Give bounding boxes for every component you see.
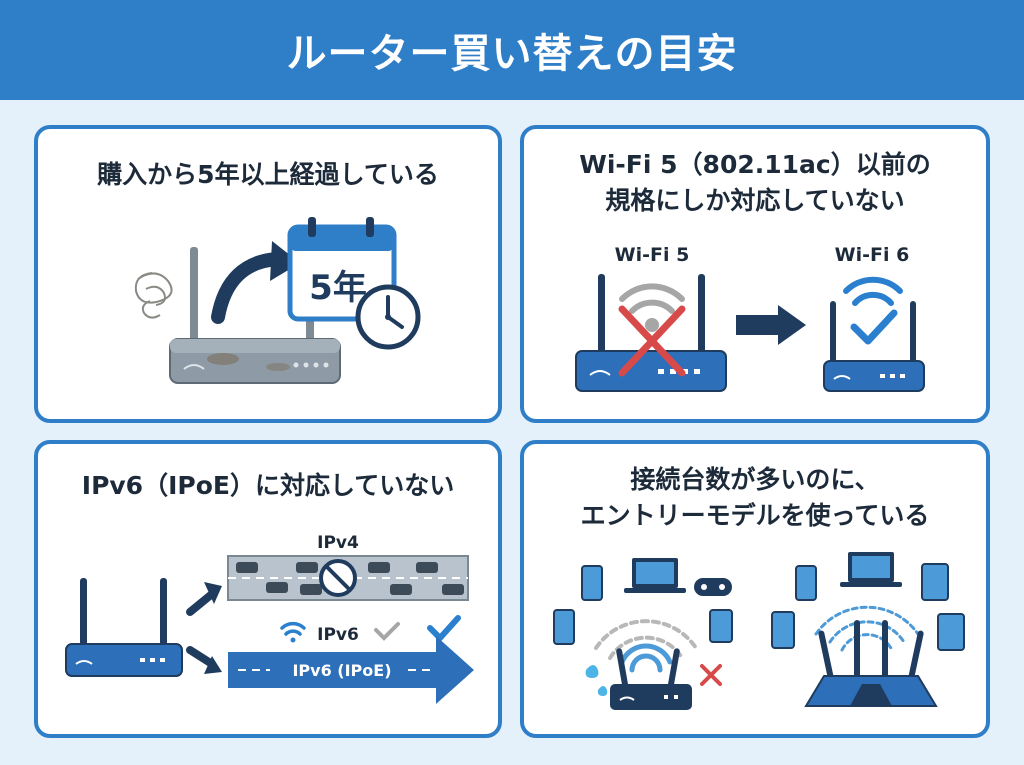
check-icon (850, 309, 898, 345)
x-mark-icon (700, 664, 722, 686)
panel-ipv6: IPv6（IPoE）に対応していない IPv4 (34, 440, 502, 738)
dust-icon (134, 272, 173, 319)
x-mark-icon (618, 305, 686, 377)
wifi6-label: Wi-Fi 6 (835, 244, 910, 266)
arrow-icon (211, 241, 300, 324)
calendar-label: 5年 (309, 268, 367, 308)
ipv4-label: IPv4 (317, 533, 359, 553)
panel-title-line2: 規格にしか対応していない (605, 186, 905, 215)
header-banner: ルーター買い替えの目安 (0, 0, 1024, 100)
wifi-icon (619, 283, 685, 332)
panel-title-line1: Wi-Fi 5（802.11ac）以前の (579, 150, 931, 179)
router-icon (823, 301, 925, 392)
entry-router-icon (610, 648, 692, 710)
wifi-icon (843, 276, 903, 306)
panel-entry-model: 接続台数が多いのに、 エントリーモデルを使っている (520, 440, 990, 738)
high-end-router-icon (804, 620, 938, 707)
check-icon (427, 615, 461, 643)
router-icon (575, 274, 727, 392)
smartphone-icon (553, 565, 733, 645)
router-icon (65, 578, 183, 677)
wifi-icon (280, 621, 306, 643)
laptop-icon (624, 558, 686, 593)
page-title: ルーター買い替えの目安 (286, 31, 738, 77)
wifi-icon (814, 605, 920, 652)
wifi-icon (594, 619, 698, 660)
panel-title: 購入から5年以上経過している (97, 160, 439, 189)
laptop-icon (840, 552, 902, 587)
wifi-icon (619, 643, 673, 673)
tablet-icon (771, 563, 965, 651)
panel-title-line1: 接続台数が多いのに、 (630, 465, 880, 494)
wifi5-label: Wi-Fi 5 (615, 244, 690, 266)
panel-wifi-standard: Wi-Fi 5（802.11ac）以前の 規格にしか対応していない Wi-Fi … (520, 125, 990, 423)
panel-title-line2: エントリーモデルを使っている (580, 501, 930, 530)
clock-icon (355, 284, 421, 350)
ipoe-arrow-label: IPv6 (IPoE) (292, 661, 391, 680)
no-entry-icon (319, 559, 357, 597)
arrow-icon (186, 582, 222, 674)
check-icon (374, 622, 400, 641)
ipoe-arrow: IPv6 (IPoE) (228, 636, 474, 704)
ipv6-label: IPv6 (317, 625, 359, 645)
panel-title: IPv6（IPoE）に対応していない (81, 471, 455, 500)
old-router-icon (169, 247, 341, 384)
arrow-icon (736, 305, 806, 345)
panel-old-router: 購入から5年以上経過している (34, 125, 502, 423)
game-controller-icon (694, 578, 732, 596)
sweat-drop-icon (585, 665, 608, 696)
